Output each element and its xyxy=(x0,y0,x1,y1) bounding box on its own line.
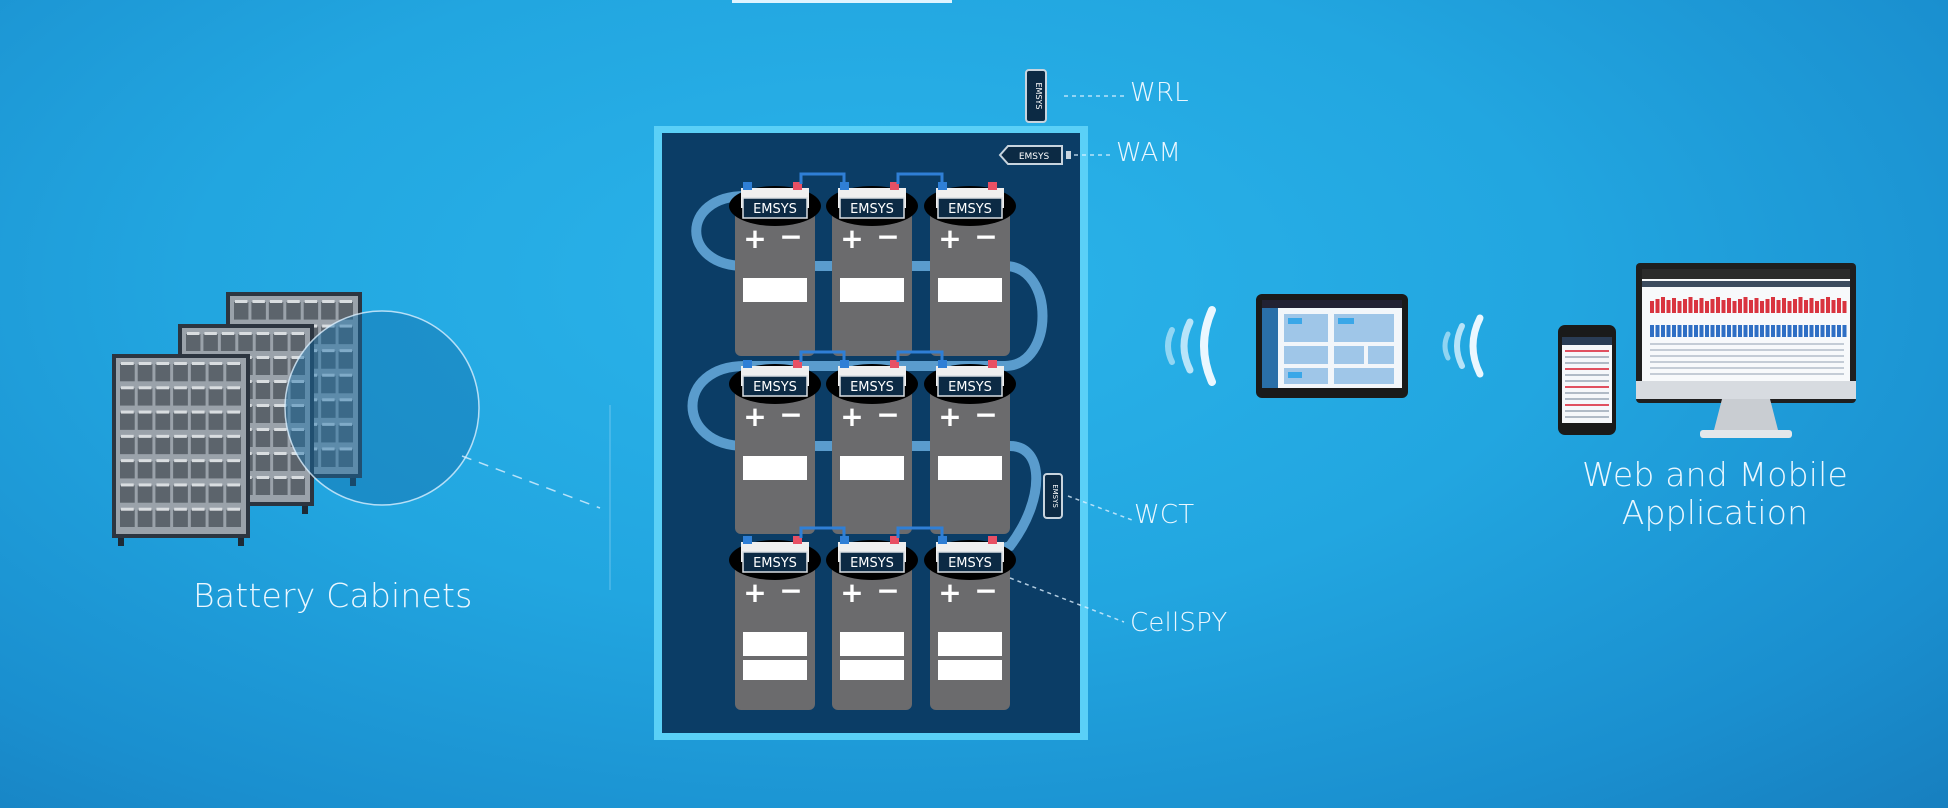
wam-device-icon: EMSYS xyxy=(998,145,1071,165)
cellspy-brand-text: EMSYS xyxy=(753,202,797,217)
minus-terminal-label: − xyxy=(779,220,802,253)
svg-text:EMSYS: EMSYS xyxy=(1019,152,1050,162)
cellspy-brand-text: EMSYS xyxy=(948,202,992,217)
battery-rack-icon: EMSYS+−EMSYS+−EMSYS+−EMSYS+−EMSYS+−EMSYS… xyxy=(654,126,1088,740)
battery-cell: EMSYS +− xyxy=(924,536,1016,710)
minus-terminal-label: − xyxy=(974,574,997,607)
plus-terminal-label: + xyxy=(938,222,961,255)
battery-cell: EMSYS +− xyxy=(826,182,918,356)
svg-text:EMSYS: EMSYS xyxy=(1034,83,1043,110)
battery-cabinet xyxy=(112,354,250,546)
battery-cabinets-icon xyxy=(112,292,362,546)
cellspy-brand-text: EMSYS xyxy=(850,202,894,217)
cellspy-brand-text: EMSYS xyxy=(850,380,894,395)
battery-cell: EMSYS +− xyxy=(826,360,918,534)
web-mobile-label-line2: Application xyxy=(1621,493,1809,532)
cellspy-brand-text: EMSYS xyxy=(948,380,992,395)
cable-loop xyxy=(687,191,1048,557)
cellspy-brand-text: EMSYS xyxy=(753,380,797,395)
battery-cell: EMSYS +− xyxy=(729,182,821,356)
minus-terminal-label: − xyxy=(974,220,997,253)
cellspy-brand-text: EMSYS xyxy=(948,556,992,571)
plus-terminal-label: + xyxy=(840,400,863,433)
battery-cell: EMSYS +− xyxy=(924,182,1016,356)
plus-terminal-label: + xyxy=(743,400,766,433)
battery-cell: EMSYS +− xyxy=(729,536,821,710)
wireless-signal-icon xyxy=(1442,314,1484,378)
wct-label: WCT xyxy=(1134,500,1195,530)
plus-terminal-label: + xyxy=(743,222,766,255)
plus-terminal-label: + xyxy=(840,576,863,609)
minus-terminal-label: − xyxy=(779,398,802,431)
top-edge-bar xyxy=(732,0,952,3)
minus-terminal-label: − xyxy=(779,574,802,607)
minus-terminal-label: − xyxy=(876,398,899,431)
tablet-icon xyxy=(1256,294,1408,398)
web-mobile-label-line1: Web and Mobile xyxy=(1581,455,1849,494)
plus-terminal-label: + xyxy=(743,576,766,609)
wrl-device-icon: EMSYS xyxy=(1025,69,1047,123)
cellspy-brand-text: EMSYS xyxy=(753,556,797,571)
battery-cell: EMSYS +− xyxy=(826,536,918,710)
magnify-circle xyxy=(284,310,480,506)
cellspy-brand-text: EMSYS xyxy=(850,556,894,571)
desktop-monitor-icon xyxy=(1636,263,1856,438)
wct-device-icon: EMSYS xyxy=(1043,473,1063,519)
minus-terminal-label: − xyxy=(876,574,899,607)
minus-terminal-label: − xyxy=(974,398,997,431)
svg-text:EMSYS: EMSYS xyxy=(1051,484,1059,508)
battery-cell: EMSYS +− xyxy=(729,360,821,534)
wam-label: WAM xyxy=(1116,138,1182,168)
minus-terminal-label: − xyxy=(876,220,899,253)
plus-terminal-label: + xyxy=(840,222,863,255)
plus-terminal-label: + xyxy=(938,576,961,609)
plus-terminal-label: + xyxy=(938,400,961,433)
wrl-label: WRL xyxy=(1130,78,1189,108)
smartphone-icon xyxy=(1558,325,1616,435)
web-mobile-label: Web and Mobile Application xyxy=(1580,456,1850,532)
battery-cabinets-label: Battery Cabinets xyxy=(193,576,473,615)
cellspy-label: CellSPY xyxy=(1130,608,1228,638)
wireless-signal-icon xyxy=(1165,306,1216,386)
battery-cell: EMSYS +− xyxy=(924,360,1016,534)
